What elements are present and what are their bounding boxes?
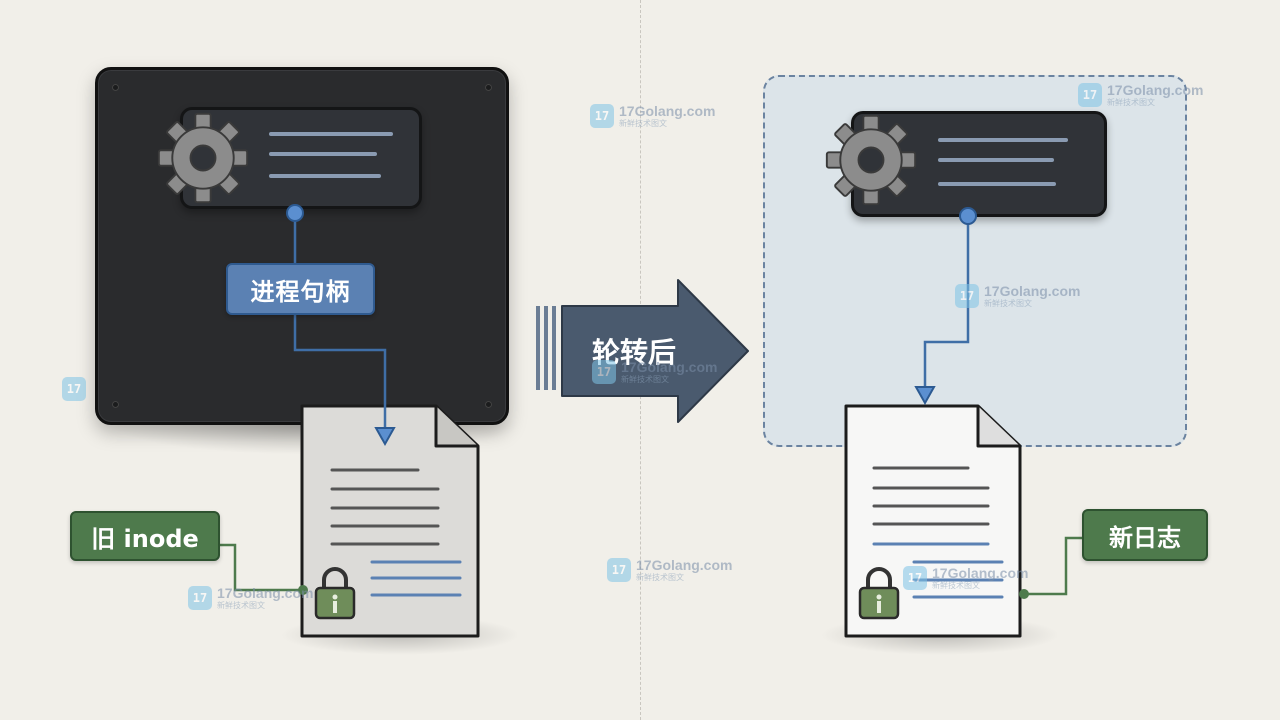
watermark: 17 17Golang.com 新鲜技术图文 (607, 558, 732, 582)
watermark: 17 17Golang.com 新鲜技术图文 (590, 104, 715, 128)
screw (112, 84, 119, 91)
padlock-icon (858, 567, 900, 620)
old-inode-connector (217, 543, 308, 595)
gear-icon (157, 112, 249, 204)
watermark-brand: 17Golang.com (984, 283, 1081, 299)
logo-icon: 17 (1078, 83, 1102, 107)
card-line (938, 138, 1068, 142)
logo-icon: 17 (590, 104, 614, 128)
screw (485, 84, 492, 91)
card-line (938, 182, 1056, 186)
watermark-brand: 17Golang.com (932, 565, 1029, 581)
watermark-brand: 17Golang.com (621, 359, 718, 375)
watermark: 17 17Golang.com 新鲜技术图文 (903, 566, 1028, 590)
watermark-tagline: 新鲜技术图文 (621, 375, 669, 384)
old-inode-label: 旧 inode (70, 511, 220, 561)
watermark: 17 (62, 377, 86, 401)
handle-pointer (286, 204, 396, 447)
gear-icon (825, 114, 917, 206)
watermark-brand: 17Golang.com (217, 585, 314, 601)
card-line (938, 158, 1054, 162)
new-log-label: 新日志 (1082, 509, 1208, 561)
watermark-brand: 17Golang.com (619, 103, 716, 119)
watermark-brand: 17Golang.com (1107, 82, 1204, 98)
card-line (269, 174, 381, 178)
watermark: 17 17Golang.com 新鲜技术图文 (592, 360, 717, 384)
watermark-tagline: 新鲜技术图文 (636, 573, 684, 582)
handle-pointer (914, 207, 977, 406)
card-line (269, 152, 377, 156)
watermark: 17 17Golang.com 新鲜技术图文 (1078, 83, 1203, 107)
card-line (269, 132, 393, 136)
watermark-tagline: 新鲜技术图文 (1107, 98, 1155, 107)
screw (112, 401, 119, 408)
logo-icon: 17 (592, 360, 616, 384)
logo-icon: 17 (607, 558, 631, 582)
logo-icon: 17 (62, 377, 86, 401)
logo-icon: 17 (903, 566, 927, 590)
logo-icon: 17 (955, 284, 979, 308)
watermark-brand: 17Golang.com (636, 557, 733, 573)
watermark-tagline: 新鲜技术图文 (984, 299, 1032, 308)
screw (485, 401, 492, 408)
new-log-connector (1019, 536, 1082, 599)
watermark-tagline: 新鲜技术图文 (217, 601, 265, 610)
right-arrow-icon (536, 279, 749, 423)
watermark-tagline: 新鲜技术图文 (619, 119, 667, 128)
watermark: 17 17Golang.com 新鲜技术图文 (188, 586, 313, 610)
padlock-icon (314, 567, 356, 620)
process-handle-label: 进程句柄 (226, 263, 375, 315)
logo-icon: 17 (188, 586, 212, 610)
watermark-tagline: 新鲜技术图文 (932, 581, 980, 590)
watermark: 17 17Golang.com 新鲜技术图文 (955, 284, 1080, 308)
